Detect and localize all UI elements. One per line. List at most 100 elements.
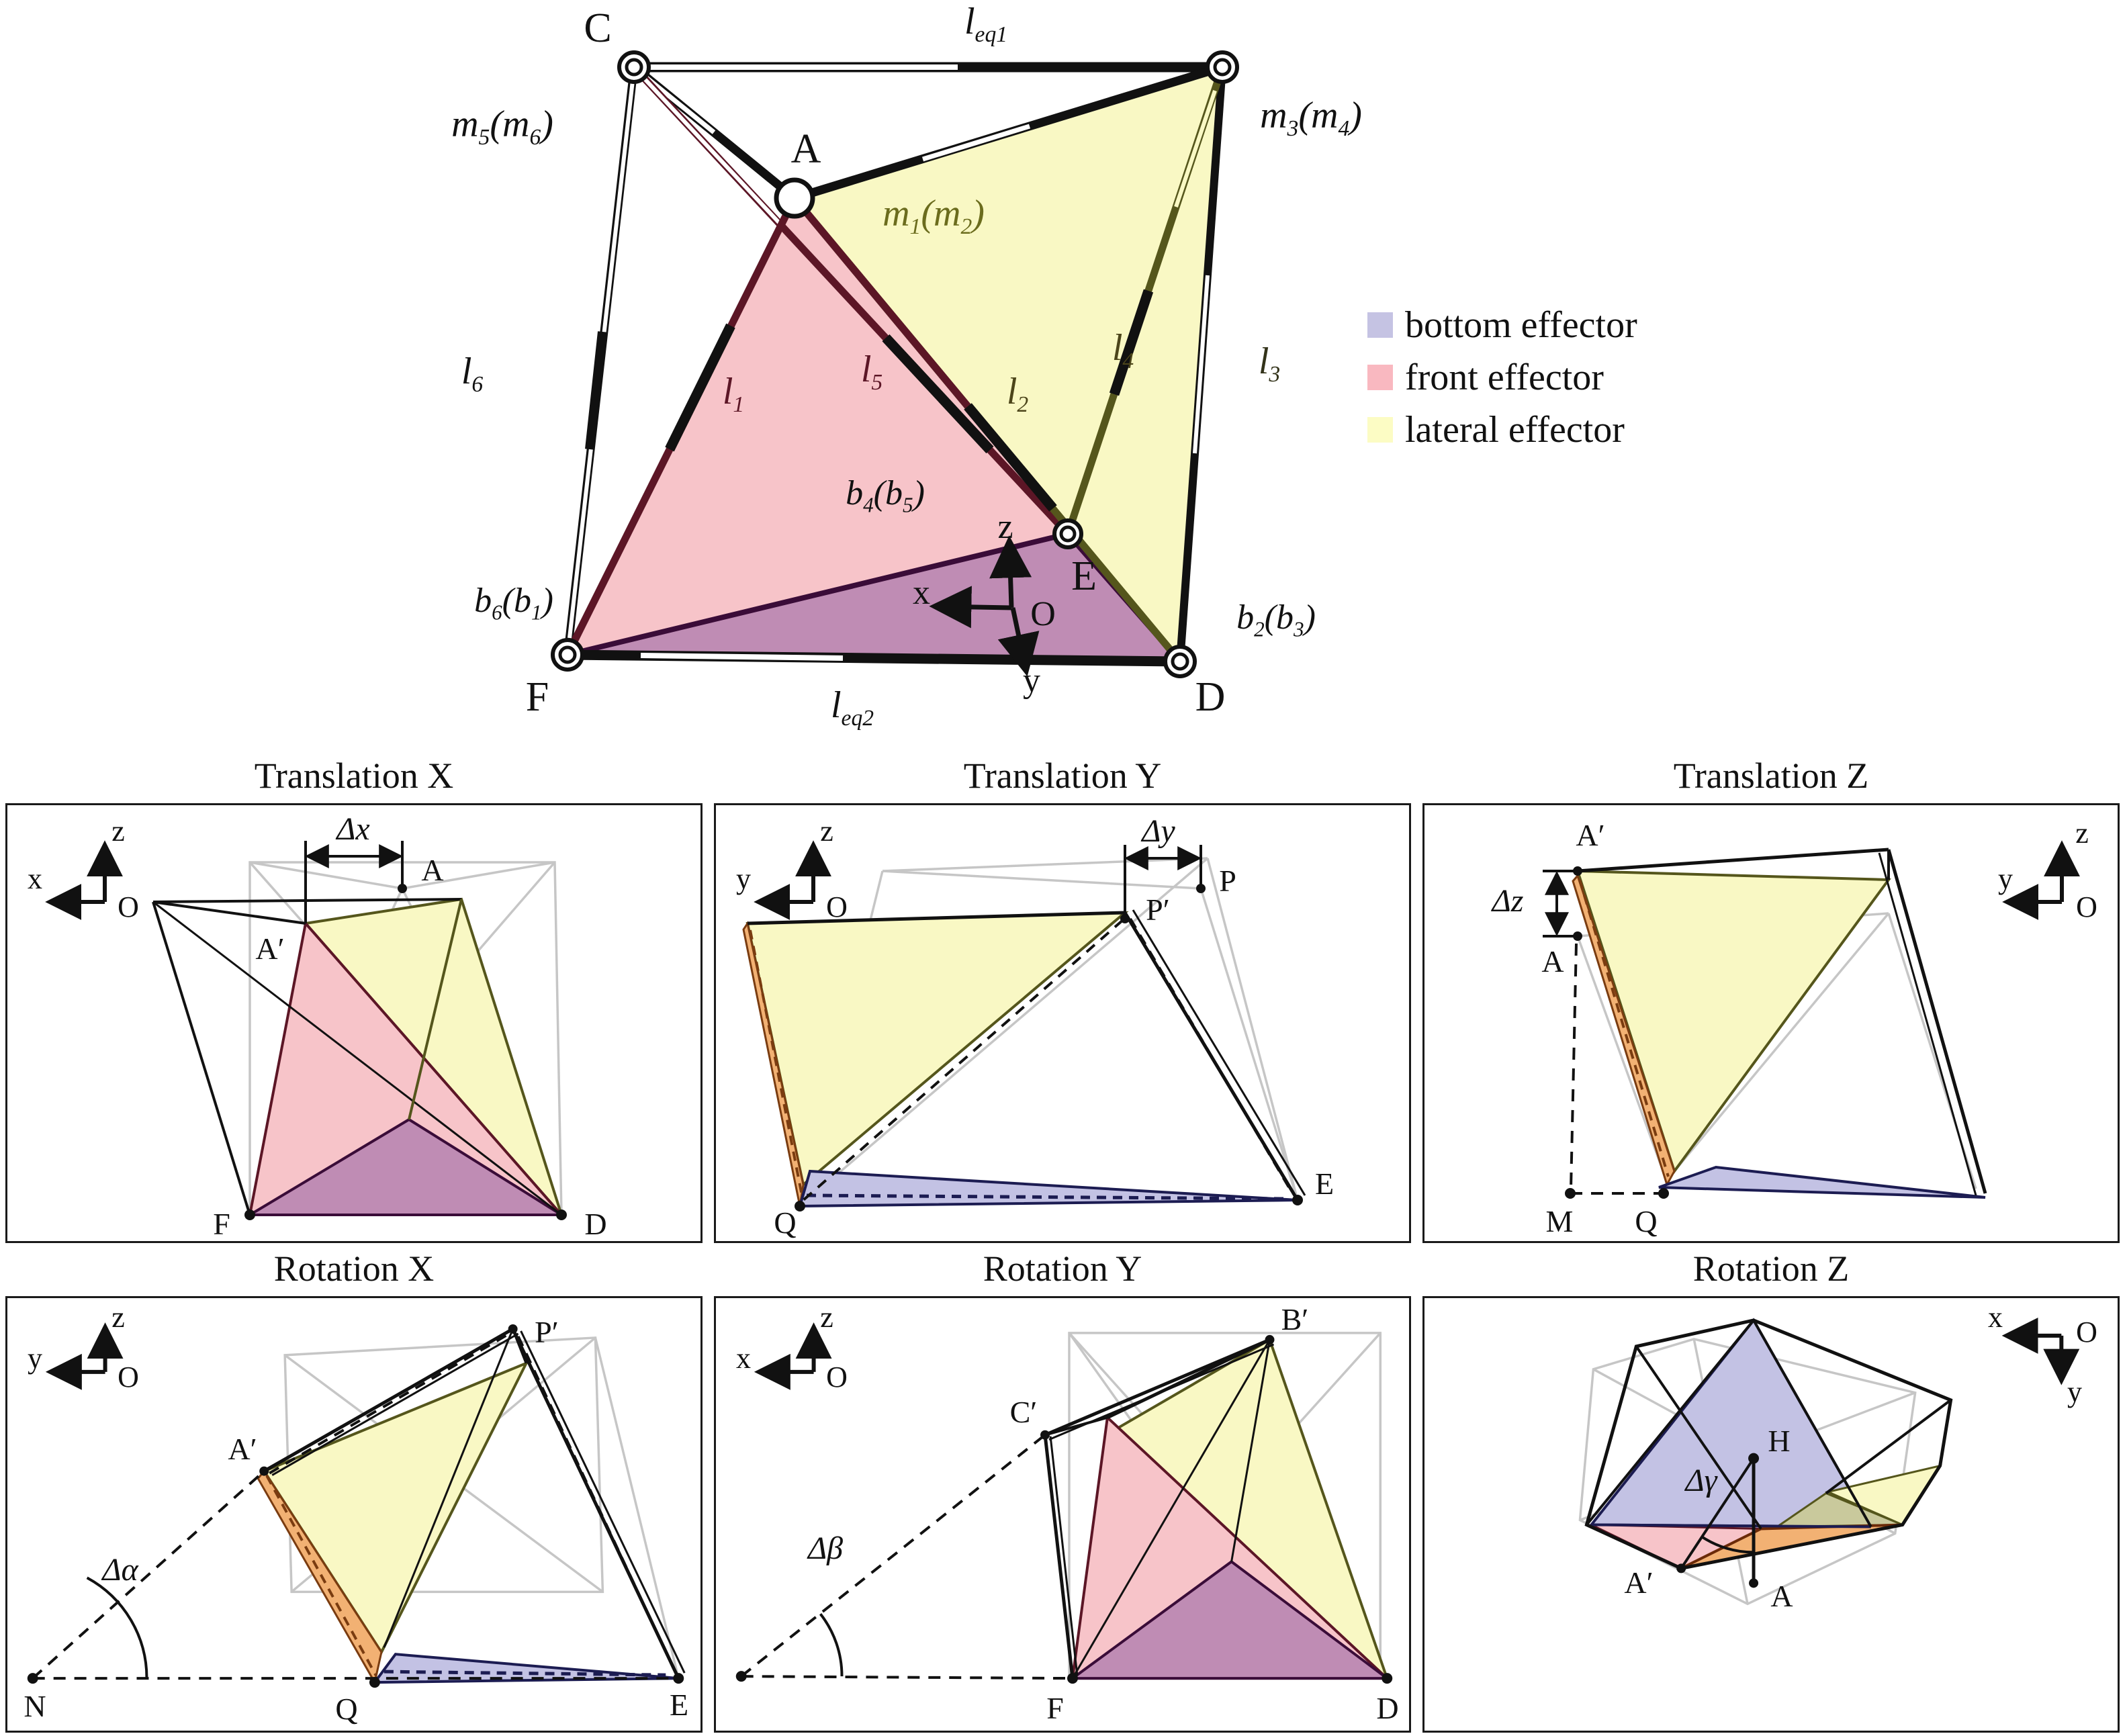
- main-mechanism-diagram: C leq1 m5(m6) m3(m4) A m1(m2) l6 l1 l5 l…: [0, 0, 2127, 766]
- origin-label-O: O: [1030, 595, 1056, 633]
- point-label-A: A: [421, 853, 444, 887]
- axis-label-z: z: [2075, 817, 2089, 850]
- title-rotation-z: Rotation Z: [1692, 1248, 1850, 1289]
- joint-label-m3m4: m3(m4): [1260, 95, 1362, 142]
- wireframe: [1584, 1318, 1953, 1570]
- bottom-face: [371, 1653, 679, 1684]
- legend-swatch-bottom: [1367, 312, 1393, 338]
- legend-label-lateral: lateral effector: [1405, 409, 1625, 451]
- strut-label-l6: l6: [461, 351, 484, 398]
- legend-label-bottom: bottom effector: [1405, 304, 1637, 346]
- axis-label-y: y: [1998, 862, 2013, 895]
- vertex-label-A: A: [790, 126, 821, 172]
- strut-l2: [791, 195, 1183, 664]
- angle-arc-gamma: [1701, 1535, 1754, 1554]
- axis-label-z: z: [997, 508, 1013, 546]
- joint-label-m1m2: m1(m2): [883, 193, 985, 240]
- point-label-A-prime: A′: [228, 1432, 257, 1466]
- point-label-H: H: [1768, 1424, 1791, 1458]
- panel-translation-y: z y O Δy P P′ Q E: [714, 803, 1411, 1243]
- point-label-A-prime: A′: [255, 931, 285, 966]
- points: [1565, 866, 1669, 1199]
- wireframe: [1043, 1338, 1275, 1679]
- strut-label-l3: l3: [1258, 340, 1281, 387]
- wireframe: [747, 909, 1306, 1202]
- points: [244, 884, 567, 1220]
- joint-label-b2b3: b2(b3): [1236, 598, 1316, 641]
- panel-translation-z: z y O A′ Δz A M Q: [1422, 803, 2120, 1243]
- axis-label-y: y: [2067, 1375, 2082, 1408]
- dimension-dy: [1124, 845, 1202, 919]
- point-label-C-prime: C′: [1009, 1395, 1038, 1429]
- main-axes: [929, 535, 1040, 677]
- angle-arc-alpha: [86, 1576, 148, 1679]
- points: [1676, 1453, 1760, 1588]
- point-label-F: F: [213, 1207, 230, 1241]
- platform-edge-CA: [631, 63, 798, 202]
- vertex-label-D: D: [1195, 674, 1226, 720]
- panel-rotation-z: x O y H Δγ A′ A: [1422, 1296, 2120, 1733]
- axis-label-y: y: [1023, 661, 1040, 700]
- axis-label-z: z: [111, 1301, 125, 1334]
- delta-x-label: Δx: [336, 811, 370, 847]
- link-label-leq2: leq2: [830, 684, 874, 731]
- joint-label-m5m6: m5(m6): [451, 103, 553, 150]
- point-label-Q: Q: [1635, 1204, 1658, 1238]
- point-label-E: E: [1314, 1167, 1334, 1201]
- legend-swatch-lateral: [1367, 417, 1393, 443]
- axis-label-z: z: [820, 1301, 833, 1334]
- bottom-face: [1068, 1559, 1392, 1680]
- bottom-face: [244, 1117, 566, 1216]
- legend-swatch-front: [1367, 365, 1393, 390]
- wireframe: [1577, 848, 1987, 1196]
- delta-y-label: Δy: [1142, 813, 1175, 849]
- points: [735, 1334, 1393, 1684]
- point-label-B-prime: B′: [1281, 1302, 1309, 1336]
- strut-label-l4: l4: [1112, 327, 1134, 374]
- vertex-label-F: F: [525, 674, 549, 720]
- link-label-leq1: leq1: [964, 1, 1008, 48]
- axis-label-z: z: [820, 815, 833, 848]
- axis-label-y: y: [28, 1342, 42, 1375]
- main-mechanism-svg: [551, 50, 1239, 678]
- rotation-construction: [740, 1434, 1073, 1680]
- axes: [754, 1322, 832, 1390]
- lateral-face: [262, 1360, 529, 1655]
- vertex-label-C: C: [584, 5, 612, 51]
- delta-gamma-label: Δγ: [1685, 1463, 1717, 1498]
- point-label-Q: Q: [335, 1692, 358, 1726]
- point-label-P-prime: P′: [535, 1315, 559, 1349]
- point-label-A: A: [1541, 944, 1564, 978]
- axis-label-z: z: [111, 815, 125, 848]
- link-leq2: [567, 649, 1181, 667]
- strut-l3: [1176, 66, 1226, 662]
- point-label-F: F: [1046, 1691, 1064, 1725]
- rotation-construction: [1680, 1457, 1756, 1584]
- joint-label-b4b5: b4(b5): [846, 474, 925, 517]
- origin-label: O: [826, 1361, 848, 1394]
- strut-label-l1: l1: [722, 371, 745, 418]
- axis-label-x: x: [28, 862, 42, 895]
- strut-l5: [631, 64, 1071, 537]
- point-label-A: A: [1770, 1579, 1793, 1613]
- title-translation-y: Translation Y: [963, 756, 1162, 796]
- hidden-strut-orange: [1578, 879, 1670, 1177]
- point-label-A-prime: A′: [1576, 818, 1605, 852]
- wireframe: [152, 898, 562, 1216]
- panel-rotation-y: z x O B′ C′ Δβ F D: [714, 1296, 1411, 1733]
- axes: [2002, 840, 2080, 920]
- angle-arc-beta: [819, 1613, 844, 1677]
- lateral-face: [745, 911, 1129, 1187]
- title-translation-x: Translation X: [254, 756, 454, 796]
- title-translation-z: Translation Z: [1673, 756, 1869, 796]
- rotation-construction: [32, 1470, 679, 1680]
- title-rotation-y: Rotation Y: [983, 1248, 1142, 1289]
- point-label-E: E: [669, 1688, 689, 1722]
- bottom-face: [1658, 1165, 1986, 1199]
- joint-nodes: [551, 50, 1239, 678]
- point-label-P: P: [1219, 864, 1236, 898]
- points: [795, 884, 1303, 1212]
- axes: [754, 840, 831, 920]
- delta-alpha-label: Δα: [102, 1552, 138, 1588]
